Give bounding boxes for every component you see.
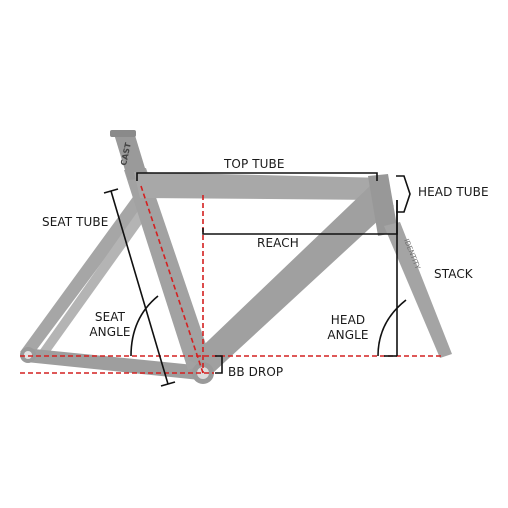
fork bbox=[384, 222, 452, 358]
top-tube-dimension bbox=[136, 172, 378, 181]
seat-angle-label: SEAT ANGLE bbox=[80, 310, 140, 340]
head-angle-arc bbox=[377, 299, 407, 357]
seat-stay-inner bbox=[40, 208, 148, 352]
seat-tube-top-tick bbox=[103, 188, 119, 194]
chain-stay bbox=[24, 348, 204, 380]
head-tube-shape bbox=[368, 174, 398, 236]
rear-dropout-center bbox=[24, 351, 32, 359]
stack-label: STACK bbox=[434, 267, 473, 281]
seat-tube-label: SEAT TUBE bbox=[42, 215, 109, 229]
dimension-lines bbox=[103, 172, 411, 387]
reach-label: REACH bbox=[257, 236, 299, 250]
seatpost-clamp bbox=[110, 130, 136, 137]
top-tube-shape bbox=[134, 172, 388, 200]
bike-frame: CAST IDENTITY bbox=[20, 130, 452, 384]
seat-tube-dimension bbox=[110, 190, 169, 385]
head-tube-dimension bbox=[396, 175, 411, 213]
down-tube-shape bbox=[188, 184, 394, 372]
top-tube-label: TOP TUBE bbox=[224, 157, 285, 171]
seat-angle-label-line2: ANGLE bbox=[89, 325, 131, 339]
bb-drop-dimension bbox=[215, 355, 223, 374]
head-angle-label-line1: HEAD bbox=[330, 313, 366, 327]
bb-drop-label: BB DROP bbox=[228, 365, 284, 379]
seat-tube-bottom-tick bbox=[160, 381, 176, 387]
seat-angle-arc bbox=[130, 295, 159, 357]
seat-angle-line bbox=[140, 185, 204, 374]
head-tube-label: HEAD TUBE bbox=[418, 185, 489, 199]
head-angle-label-line2: ANGLE bbox=[327, 328, 369, 342]
seatpost bbox=[114, 132, 148, 180]
head-angle-label: HEAD ANGLE bbox=[318, 313, 378, 343]
seat-stay bbox=[20, 190, 150, 356]
reference-lines bbox=[20, 185, 444, 374]
seat-angle-label-line1: SEAT bbox=[94, 310, 126, 324]
seat-tube-shape bbox=[124, 168, 212, 370]
